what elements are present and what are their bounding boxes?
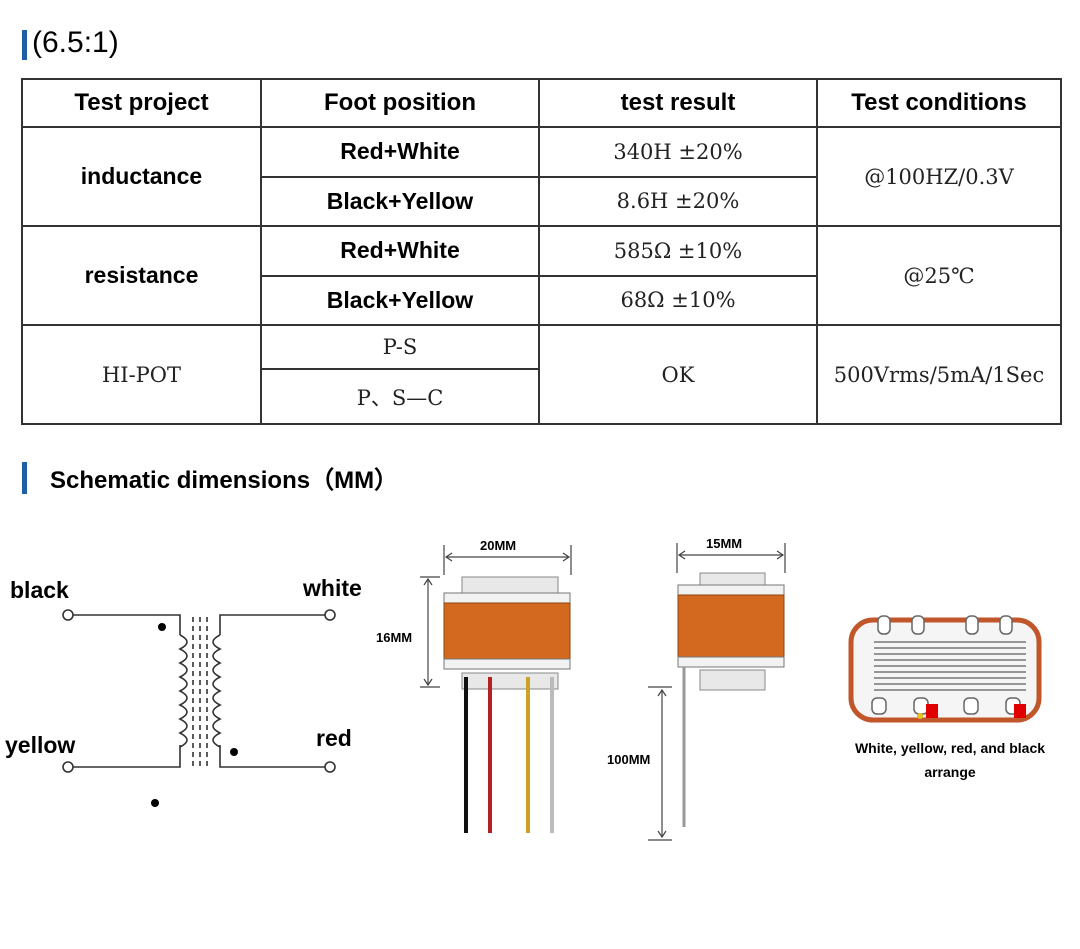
conditions-hipot: 500Vrms/5mA/1Sec — [816, 324, 1062, 425]
header-test-project: Test project — [21, 78, 262, 128]
header-test-result: test result — [538, 78, 818, 128]
table-row: P、S—C — [22, 368, 1061, 425]
table-header-row: Test project Foot position test result T… — [21, 78, 1062, 128]
table-row: Black+Yellow 8.6H ±20% — [22, 175, 1061, 227]
table-row: Black+Yellow 68Ω ±10% — [22, 274, 1061, 326]
arrangement-caption-line1: White, yellow, red, and black — [854, 740, 1046, 756]
label-white: white — [303, 575, 362, 601]
dim-width-front: 20MM — [480, 538, 517, 553]
table-row: inductance Red+White 340H ±20% @100HZ/0.… — [21, 126, 1062, 227]
dim-height: 16MM — [376, 630, 413, 645]
label-yellow: yellow — [5, 732, 76, 758]
project-inductance: inductance — [21, 126, 262, 227]
heading-accent-bar — [22, 462, 27, 494]
header-foot-position: Foot position — [260, 78, 540, 128]
dim-width-side: 15MM — [706, 536, 743, 551]
arrangement-caption-line2: arrange — [924, 764, 976, 780]
conditions-resistance: @25℃ — [816, 225, 1062, 326]
transformer-side-view — [648, 543, 786, 841]
project-resistance: resistance — [21, 225, 262, 326]
foot-position-cell: P、S—C — [260, 368, 540, 425]
spec-table: Test project Foot position test result T… — [21, 78, 1062, 425]
dim-lead-length: 100MM — [607, 752, 651, 767]
label-black: black — [10, 577, 69, 603]
foot-position-cell: Black+Yellow — [260, 274, 540, 326]
foot-position-cell: Red+White — [260, 126, 540, 178]
foot-position-cell: Black+Yellow — [260, 175, 540, 227]
transformer-schematic — [62, 609, 336, 807]
foot-position-cell: Red+White — [260, 225, 540, 277]
result-hipot: OK — [538, 324, 818, 425]
conditions-inductance: @100HZ/0.3V — [816, 126, 1062, 227]
pin-arrangement-view — [848, 615, 1042, 723]
project-hipot: HI-POT — [21, 324, 262, 425]
header-test-conditions: Test conditions — [816, 78, 1062, 128]
result-cell: 585Ω ±10% — [538, 225, 818, 277]
table-row: resistance Red+White 585Ω ±10% @25℃ — [21, 225, 1062, 326]
ratio-heading: (6.5:1) — [32, 26, 119, 59]
label-red: red — [316, 725, 352, 751]
transformer-front-view — [420, 545, 572, 833]
result-cell: 340H ±20% — [538, 126, 818, 178]
foot-position-cell: P-S — [260, 323, 540, 371]
arrangement-caption: White, yellow, red, and black arrange — [820, 736, 1080, 784]
schematic-heading: Schematic dimensions（MM） — [50, 467, 399, 494]
result-cell: 8.6H ±20% — [538, 175, 818, 227]
heading-accent-bar — [22, 30, 27, 60]
result-cell: 68Ω ±10% — [538, 274, 818, 326]
table-row: HI-POT P-S OK 500Vrms/5mA/1Sec — [21, 323, 1062, 425]
